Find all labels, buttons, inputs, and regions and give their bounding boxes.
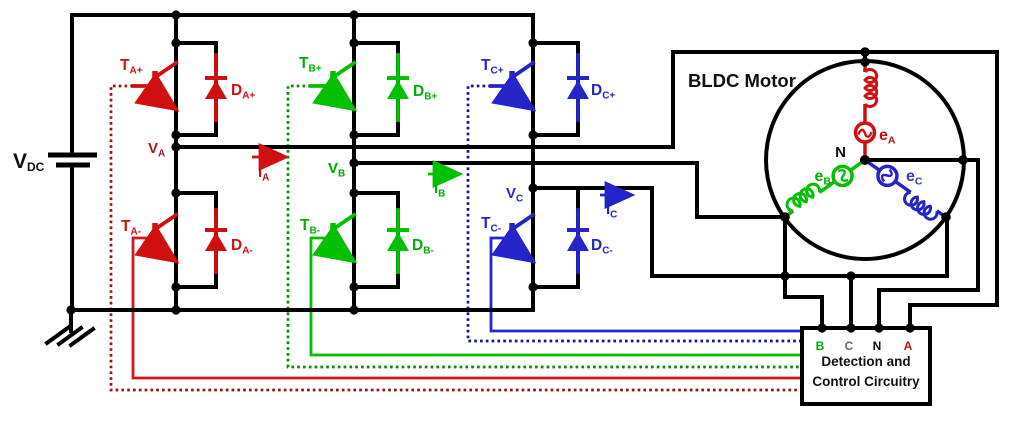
feedback-line-tc-minus xyxy=(489,236,803,333)
terminal-a-dot xyxy=(905,323,915,333)
label-db-minus: DB- xyxy=(412,237,434,257)
motor-title: BLDC Motor xyxy=(688,70,796,91)
feedback-line-tb-plus xyxy=(286,84,803,369)
diode-branch-a-low xyxy=(174,191,218,289)
terminal-b-label: B xyxy=(816,339,825,353)
diode-dc-plus-icon xyxy=(567,53,589,122)
label-ec: eC xyxy=(906,168,923,188)
phase-c-wire xyxy=(531,186,949,278)
diode-dc-minus-icon xyxy=(567,208,589,274)
phase-b-to-terminal xyxy=(783,215,824,330)
terminal-b-dot xyxy=(817,323,827,333)
transistor-tb-plus-icon xyxy=(309,60,358,112)
terminal-c-label: C xyxy=(845,339,854,353)
controller-text-line1: Detection and xyxy=(821,354,910,369)
label-eb: eB xyxy=(815,168,832,188)
terminal-a-label: A xyxy=(904,339,913,353)
terminal-c-dot xyxy=(846,323,856,333)
label-neutral: N xyxy=(835,144,846,161)
label-da-plus: DA+ xyxy=(231,82,255,102)
phase-b-wire xyxy=(352,161,787,219)
diode-branch-a-high xyxy=(174,41,218,137)
current-arrows xyxy=(252,143,636,209)
label-dc-minus: DC- xyxy=(591,237,613,257)
motor-windings xyxy=(784,62,946,221)
diode-branch-c-low xyxy=(531,186,580,289)
label-tc-plus: TC+ xyxy=(481,57,504,77)
label-ic: IC xyxy=(606,201,617,221)
ground-icon xyxy=(44,324,96,348)
winding-phase-c xyxy=(863,158,946,221)
label-ta-plus: TA+ xyxy=(120,57,143,77)
feedback-line-tc-plus xyxy=(466,84,803,343)
diode-da-minus-icon xyxy=(205,208,227,274)
label-ea: eA xyxy=(879,127,896,147)
label-vc: VC xyxy=(506,185,523,205)
label-va: VA xyxy=(148,140,165,160)
terminal-n-label: N xyxy=(873,339,882,353)
label-dc-plus: DC+ xyxy=(591,82,615,102)
feedback-line-ta-plus xyxy=(109,84,803,392)
neutral-wire xyxy=(863,158,980,330)
diode-db-minus-icon xyxy=(387,208,409,274)
winding-phase-b xyxy=(784,158,867,219)
terminal-n-dot xyxy=(874,323,884,333)
node-vc xyxy=(528,183,538,193)
junction-dots xyxy=(66,10,968,333)
diode-db-plus-icon xyxy=(387,53,409,122)
label-da-minus: DA- xyxy=(231,237,253,257)
diode-branch-b-low xyxy=(352,191,400,289)
detection-control-box xyxy=(800,326,932,406)
transistor-tc-plus-icon xyxy=(489,60,537,112)
neutral-point xyxy=(860,155,870,165)
label-db-plus: DB+ xyxy=(413,83,437,103)
coil-icon xyxy=(903,190,939,221)
transistor-tc-minus-icon xyxy=(491,212,537,264)
label-tb-plus: TB+ xyxy=(299,55,322,75)
label-tc-minus: TC- xyxy=(481,215,501,235)
inverter-components xyxy=(131,53,589,274)
dc-bus-top-rail xyxy=(70,13,535,155)
coil-icon xyxy=(785,182,822,213)
power-wiring xyxy=(44,13,999,348)
vdc-label: VDC xyxy=(13,150,45,174)
transistor-ta-minus-icon xyxy=(134,212,180,264)
node-va xyxy=(171,142,181,152)
label-ia: IA xyxy=(258,164,269,184)
diode-da-plus-icon xyxy=(205,53,227,122)
diode-branch-c-high xyxy=(531,41,580,137)
coil-icon xyxy=(863,68,879,108)
transistor-tb-minus-icon xyxy=(312,212,358,264)
labels: VDC TA+ DA+ TB+ DB+ TC+ DC+ TA- DA- TB- … xyxy=(13,55,923,389)
node-vb xyxy=(349,158,359,168)
label-ta-minus: TA- xyxy=(121,218,141,238)
diode-branch-b-high xyxy=(352,41,400,137)
label-ib: IB xyxy=(434,180,445,200)
phase-a-wire xyxy=(174,50,999,330)
winding-phase-a xyxy=(853,62,879,160)
label-vb: VB xyxy=(328,160,345,180)
dc-source-icon xyxy=(48,152,97,168)
label-tb-minus: TB- xyxy=(300,217,320,237)
controller-text-line2: Control Circuitry xyxy=(812,374,920,389)
transistor-ta-plus-icon xyxy=(131,60,180,112)
feedback-line-tb-minus xyxy=(309,236,803,357)
